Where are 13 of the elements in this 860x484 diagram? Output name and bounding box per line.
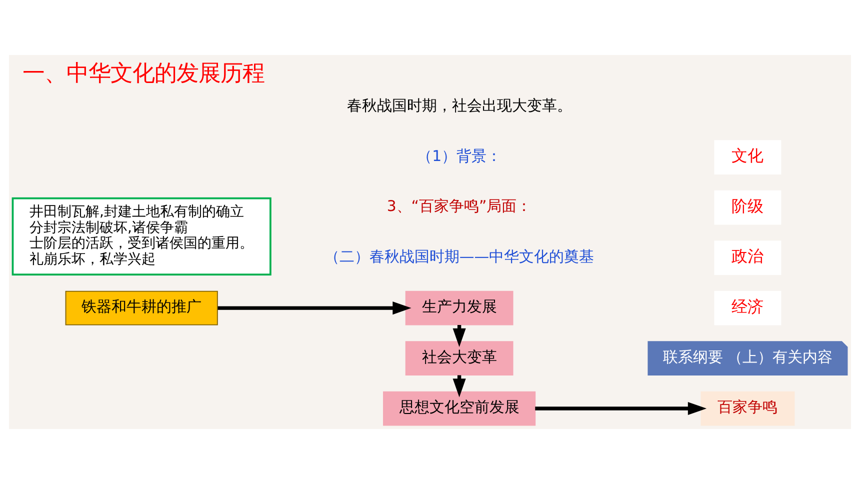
label: 3、“百家争鸣”局面： xyxy=(386,197,532,216)
label: 春秋战国时期，社会出现大变革。 xyxy=(346,96,572,115)
diagram-title: 一、中华文化的发展历程 xyxy=(22,60,264,86)
node-box: 百家争鸣 xyxy=(700,391,795,426)
label: （二）春秋战国时期——中华文化的奠基 xyxy=(324,247,594,266)
node-box: 思想文化空前发展 xyxy=(383,391,536,426)
arrow xyxy=(535,402,707,416)
node-box: 井田制瓦解,封建土地私有制的确立 分封宗法制破坏,诸侯争霸 士阶层的活跃，受到诸侯国的重用。 礼崩乐坏，私学兴起 xyxy=(12,197,272,276)
node-box: 生产力发展 xyxy=(405,290,514,326)
arrow xyxy=(218,302,412,315)
label: （1）背景： xyxy=(417,146,502,165)
node-box: 铁器和牛耕的推广 xyxy=(65,290,218,326)
node-box: 社会大变革 xyxy=(405,341,514,376)
